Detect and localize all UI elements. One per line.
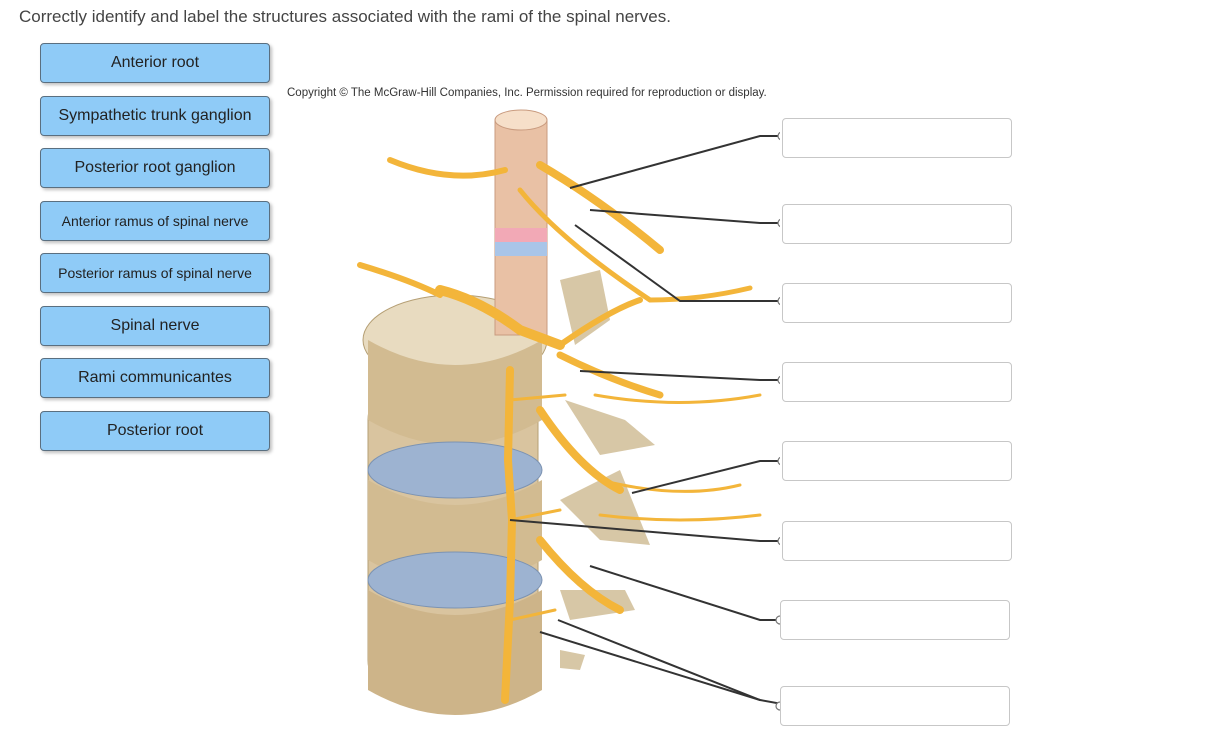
drop-target-6[interactable] bbox=[782, 521, 1012, 561]
drop-target-4[interactable] bbox=[782, 362, 1012, 402]
label-chip-anterior-ramus[interactable]: Anterior ramus of spinal nerve bbox=[40, 201, 270, 241]
label-chip-spinal-nerve[interactable]: Spinal nerve bbox=[40, 306, 270, 346]
copyright-notice: Copyright © The McGraw-Hill Companies, I… bbox=[287, 87, 767, 99]
leader-lines bbox=[509, 135, 780, 705]
nerves bbox=[357, 157, 762, 704]
leader-endpoints bbox=[775, 131, 780, 711]
drop-target-3[interactable] bbox=[782, 283, 1012, 323]
vertebral-column bbox=[362, 270, 655, 715]
label-chip-posterior-root-ganglion[interactable]: Posterior root ganglion bbox=[40, 148, 270, 188]
drop-target-1[interactable] bbox=[782, 118, 1012, 158]
drop-target-7[interactable] bbox=[780, 600, 1010, 640]
spinal-cord bbox=[494, 109, 548, 336]
question-text: Correctly identify and label the structu… bbox=[19, 7, 671, 26]
drop-target-5[interactable] bbox=[782, 441, 1012, 481]
label-chip-posterior-ramus[interactable]: Posterior ramus of spinal nerve bbox=[40, 253, 270, 293]
label-chip-anterior-root[interactable]: Anterior root bbox=[40, 43, 270, 83]
label-chip-sympathetic-trunk-ganglion[interactable]: Sympathetic trunk ganglion bbox=[40, 96, 270, 136]
label-chip-rami-communicantes[interactable]: Rami communicantes bbox=[40, 358, 270, 398]
spinal-nerve-illustration bbox=[357, 109, 780, 715]
label-chip-posterior-root[interactable]: Posterior root bbox=[40, 411, 270, 451]
drop-target-8[interactable] bbox=[780, 686, 1010, 726]
drop-target-2[interactable] bbox=[782, 204, 1012, 244]
